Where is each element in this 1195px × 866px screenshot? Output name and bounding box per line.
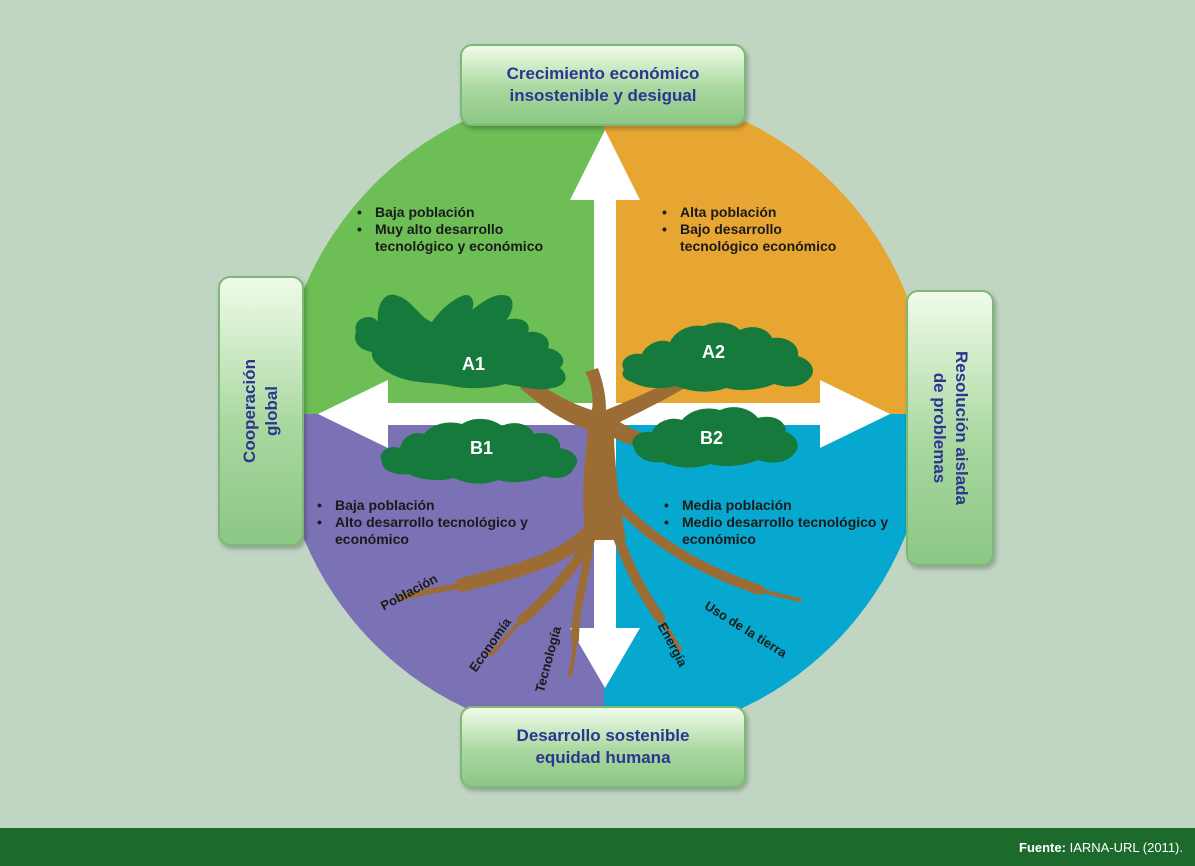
tree-trunk — [520, 368, 690, 540]
bullet-item: Alta población — [660, 204, 860, 221]
label-b1: B1 — [470, 438, 494, 458]
box-bottom: Desarrollo sostenible equidad humana — [460, 706, 746, 788]
box-right-text: Resolución aislada de problemas — [928, 351, 972, 505]
source-text: IARNA-URL (2011). — [1069, 840, 1183, 855]
foliage-b1 — [380, 418, 578, 484]
footer-bar: Fuente: IARNA-URL (2011). — [0, 828, 1195, 866]
box-top-line2: insostenible y desigual — [509, 86, 697, 105]
box-left-line1: Cooperación — [240, 359, 259, 463]
bullet-item: Baja población — [355, 204, 585, 221]
box-top-line1: Crecimiento económico — [506, 64, 700, 83]
foliage-a1 — [354, 294, 566, 390]
label-a2: A2 — [702, 342, 726, 362]
bullet-item: Alto desarrollo tecnológico y económico — [315, 514, 545, 548]
arrow-down — [570, 628, 640, 688]
box-bottom-line1: Desarrollo sostenible — [516, 726, 690, 745]
bullet-item: Media población — [662, 497, 892, 514]
box-left-line2: global — [262, 385, 281, 437]
arrow-left — [318, 380, 388, 448]
bullets-a2: Alta población Bajo desarrollo tecnológi… — [660, 204, 860, 255]
bullet-item: Medio desarrollo tecnológico y económico — [662, 514, 892, 548]
box-right-line2: de problemas — [930, 372, 949, 484]
source-citation: Fuente: IARNA-URL (2011). — [1019, 840, 1183, 855]
quadrant-b1 — [279, 414, 604, 739]
arrow-right — [820, 380, 890, 448]
box-top: Crecimiento económico insostenible y des… — [460, 44, 746, 126]
bullets-a1: Baja población Muy alto desarrollo tecno… — [355, 204, 585, 255]
bullet-item: Muy alto desarrollo tecnológico y económ… — [355, 221, 585, 255]
box-right: Resolución aislada de problemas — [906, 290, 994, 566]
source-label: Fuente: — [1019, 840, 1066, 855]
box-bottom-line2: equidad humana — [535, 748, 671, 767]
box-right-line1: Resolución aislada — [952, 351, 971, 505]
bullet-item: Bajo desarrollo tecnológico económico — [660, 221, 860, 255]
bullets-b1: Baja población Alto desarrollo tecnológi… — [315, 497, 545, 548]
foliage-b2 — [632, 407, 798, 468]
arrow-up — [570, 130, 640, 200]
label-b2: B2 — [700, 428, 724, 448]
foliage-a2 — [622, 322, 813, 392]
label-a1: A1 — [462, 354, 486, 374]
bullets-b2: Media población Medio desarrollo tecnoló… — [662, 497, 892, 548]
bullet-item: Baja población — [315, 497, 545, 514]
quadrant-b2 — [604, 414, 929, 739]
box-left: Cooperación global — [218, 276, 304, 546]
box-left-text: Cooperación global — [239, 359, 283, 463]
